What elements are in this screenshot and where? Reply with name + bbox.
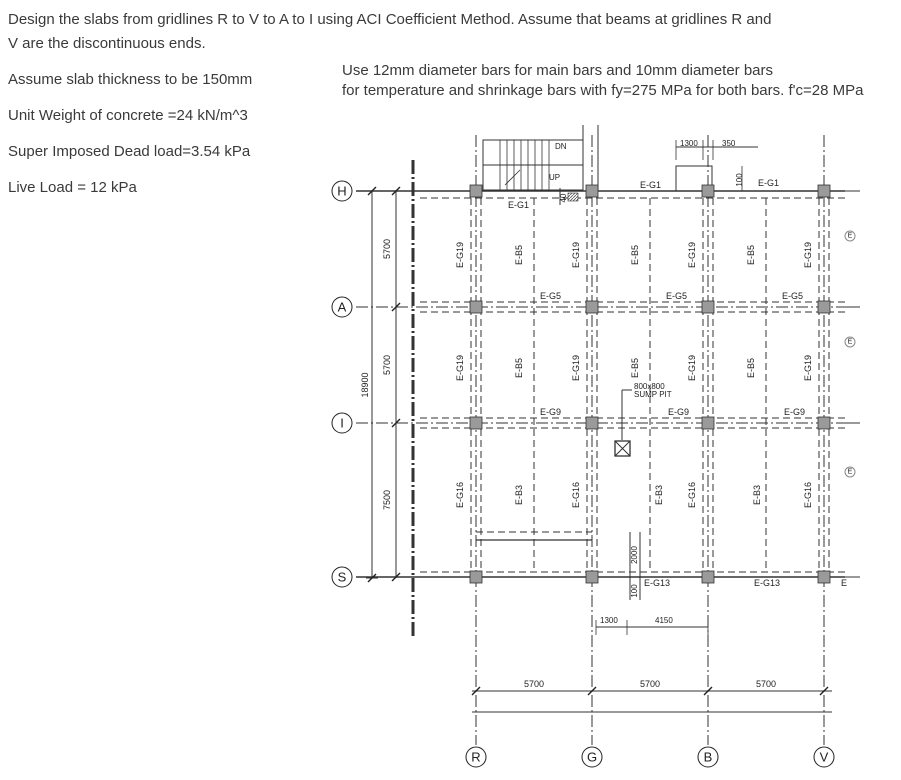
problem-line-2: V are the discontinuous ends. — [8, 35, 206, 52]
grid-bubble-r: R — [471, 750, 480, 765]
beam-label: E-B5 — [746, 358, 756, 378]
bar-spec-line-1: Use 12mm diameter bars for main bars and… — [342, 62, 774, 79]
girder-label: E-G9 — [540, 407, 561, 417]
beam-label: E-G16 — [455, 482, 465, 508]
beam-label: E-B3 — [654, 485, 664, 505]
girder-label: E-G5 — [782, 291, 803, 301]
beam-label: E-B3 — [752, 485, 762, 505]
grid-bubble-i: I — [340, 416, 344, 431]
dim-span-3: 5700 — [756, 679, 776, 689]
grid-bubble-g: G — [587, 750, 597, 765]
dim-total: 18900 — [360, 372, 370, 397]
beam-label: E-B5 — [514, 245, 524, 265]
bar-spec-line-2: for temperature and shrinkage bars with … — [342, 82, 864, 99]
dim-2000: 2000 — [630, 546, 639, 564]
sump-size: 800x800 — [634, 382, 665, 391]
unit-weight: Unit Weight of concrete =24 kN/m^3 — [8, 107, 248, 124]
beam-label: E-G19 — [571, 242, 581, 268]
beam-label: E-G19 — [687, 355, 697, 381]
dim-span-1: 5700 — [524, 679, 544, 689]
dim-row-3: 7500 — [382, 490, 392, 510]
beam-label: E-G19 — [455, 242, 465, 268]
beam-label: E-G19 — [571, 355, 581, 381]
beam-label: E-G16 — [571, 482, 581, 508]
beam-label: E-B3 — [514, 485, 524, 505]
girder-label: E-G9 — [784, 407, 805, 417]
edge-label: E — [841, 578, 847, 588]
beam-label: E-B5 — [746, 245, 756, 265]
beam-label: E-G19 — [803, 242, 813, 268]
dim-row-1: 5700 — [382, 239, 392, 259]
dim-span-2: 5700 — [640, 679, 660, 689]
grid-bubble-s: S — [338, 570, 347, 585]
dim-1300-lower: 1300 — [600, 616, 618, 625]
girder-label: E-G1 — [508, 200, 529, 210]
girder-label: E-G13 — [754, 578, 780, 588]
stair-up-label: UP — [549, 173, 560, 182]
superimposed-dead-load: Super Imposed Dead load=3.54 kPa — [8, 143, 251, 160]
dim-350: 350 — [722, 139, 736, 148]
live-load: Live Load = 12 kPa — [8, 179, 137, 196]
girder-label: E-G5 — [540, 291, 561, 301]
girder-label: E-G1 — [758, 178, 779, 188]
beam-label: E-B5 — [514, 358, 524, 378]
beam-label: E-B5 — [630, 245, 640, 265]
beam-label: E-G19 — [455, 355, 465, 381]
grid-bubble-h: H — [337, 184, 346, 199]
problem-line-1: Design the slabs from gridlines R to V t… — [8, 11, 772, 28]
grid-bubble-a: A — [338, 300, 347, 315]
beam-label: E-G16 — [803, 482, 813, 508]
beam-label: E-G19 — [803, 355, 813, 381]
beam-label: E-B5 — [630, 358, 640, 378]
edge-mark: E — [848, 233, 853, 240]
girder-label: E-G1 — [640, 180, 661, 190]
edge-mark: E — [848, 339, 853, 346]
girder-label: E-G9 — [668, 407, 689, 417]
dim-1300: 1300 — [680, 139, 698, 148]
dim-row-2: 5700 — [382, 355, 392, 375]
dim-4150: 4150 — [655, 616, 673, 625]
dim-100: 100 — [735, 173, 744, 187]
girder-label: E-G5 — [666, 291, 687, 301]
sump-label: SUMP PIT — [634, 390, 672, 399]
grid-bubble-b: B — [704, 750, 713, 765]
stair-down-label: DN — [555, 142, 567, 151]
beam-label: E-G19 — [687, 242, 697, 268]
beam-label: E-G16 — [687, 482, 697, 508]
stair-number: 40 — [559, 193, 568, 202]
grid-bubble-v: V — [820, 750, 829, 765]
slab-thickness: Assume slab thickness to be 150mm — [8, 71, 253, 88]
dim-100-lower: 100 — [630, 584, 639, 598]
girder-label: E-G13 — [644, 578, 670, 588]
edge-mark: E — [848, 469, 853, 476]
